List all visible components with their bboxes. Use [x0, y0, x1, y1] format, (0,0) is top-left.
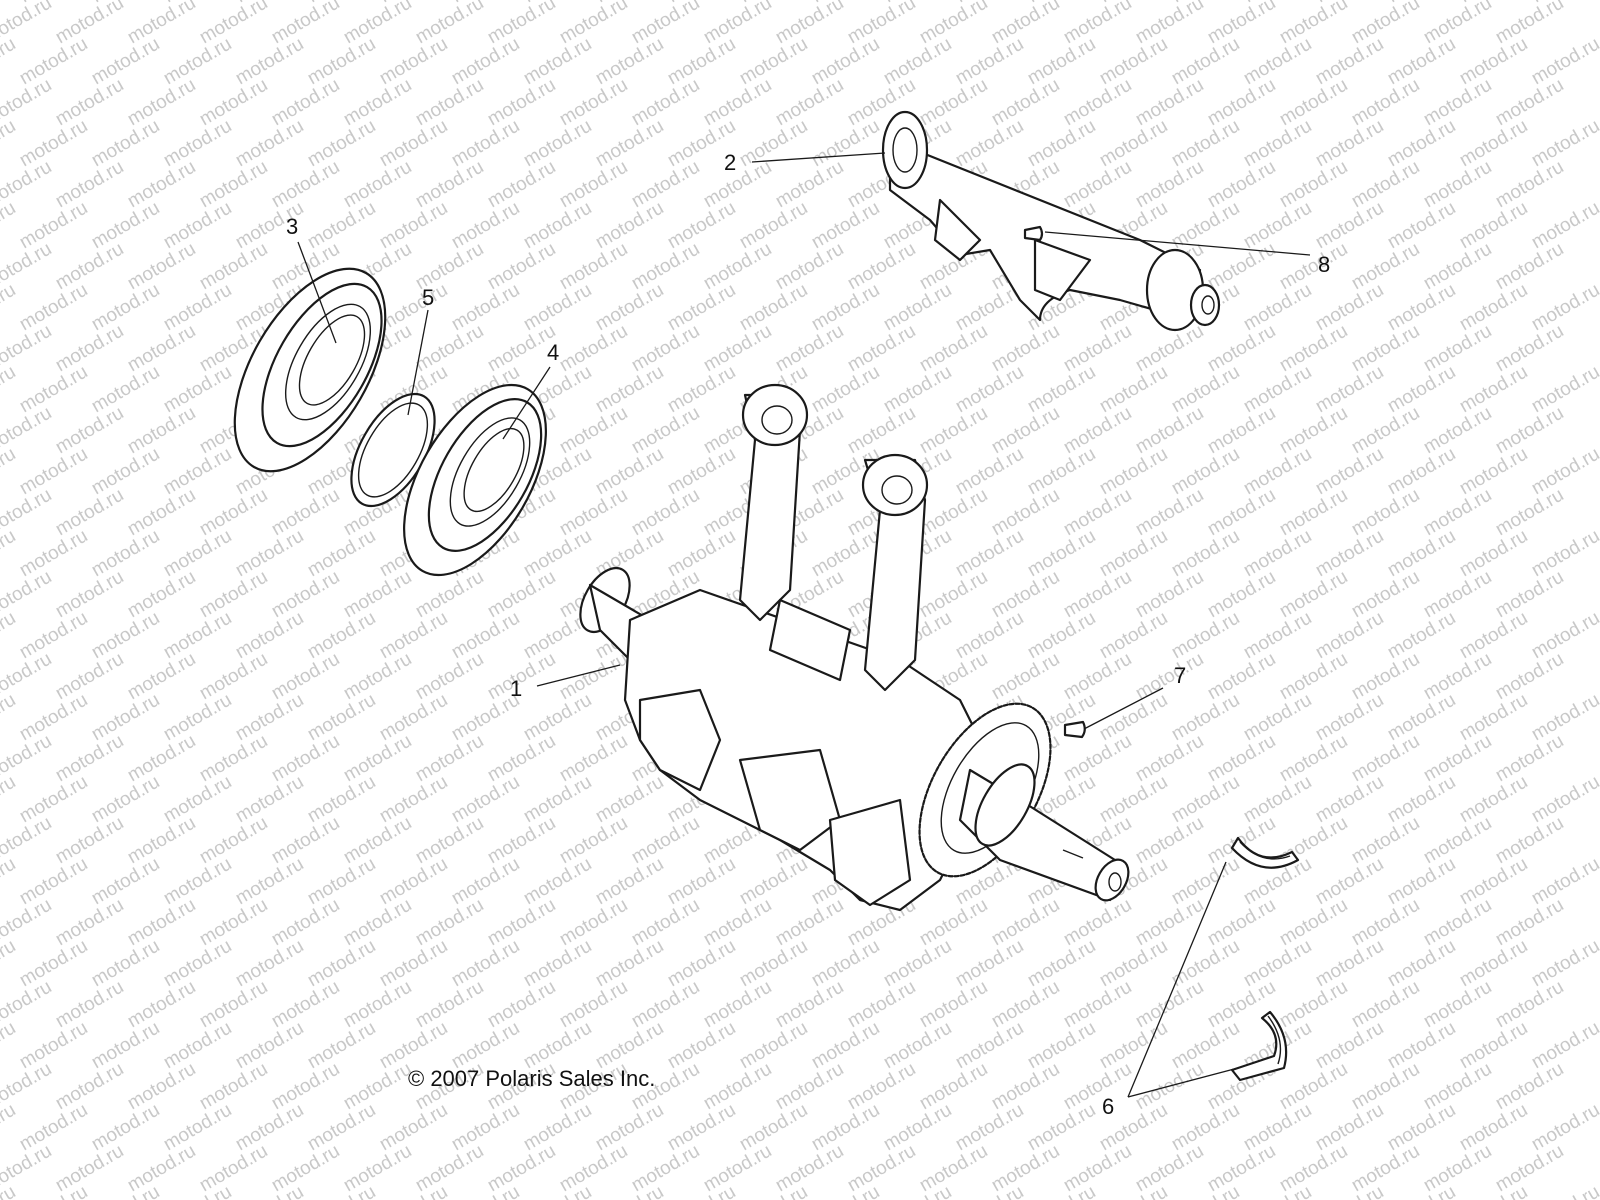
balance-shaft: [881, 110, 1221, 332]
callout-2: 2: [724, 150, 736, 175]
woodruff-key-lower: [1063, 720, 1086, 739]
callout-7: 7: [1174, 663, 1186, 688]
callout-4: 4: [547, 340, 559, 365]
callout-3: 3: [286, 214, 298, 239]
bearing-shell-upper: [1230, 836, 1300, 869]
callout-8: 8: [1318, 252, 1330, 277]
callout-6: 6: [1102, 1094, 1114, 1119]
leader-lines: [297, 152, 1311, 1098]
bearing-large: [233, 267, 387, 473]
woodruff-key-upper: [1023, 225, 1044, 242]
callout-1: 1: [510, 676, 522, 701]
crankshaft-assembly: [579, 383, 1130, 912]
copyright-notice: © 2007 Polaris Sales Inc.: [408, 1066, 656, 1091]
bearing-shell-lower: [1230, 1010, 1288, 1082]
bearing-small: [403, 383, 547, 577]
callout-5: 5: [422, 285, 434, 310]
